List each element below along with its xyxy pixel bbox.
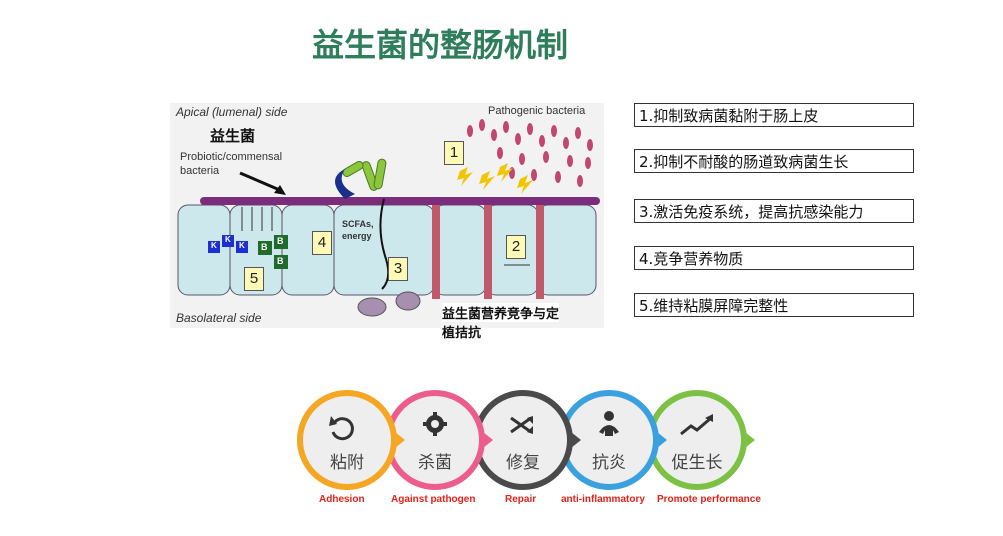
tight-junction: [484, 203, 492, 299]
flow-en-label: Against pathogen: [391, 494, 476, 505]
flow-en-label: anti-inflammatory: [561, 494, 645, 505]
benefit-flow: 粘附 杀菌 修复 抗炎 促生长 Adhesion Against pathoge…: [285, 388, 785, 513]
b-letter: B: [277, 256, 284, 266]
flow-rings: [297, 390, 755, 490]
probiotic-cn-label: 益生菌: [210, 127, 256, 145]
scfa-line2: energy: [342, 231, 372, 241]
k-letter: K: [225, 235, 231, 244]
k-blocks: [208, 235, 248, 253]
probiotic-en-line1: Probiotic/commensal: [180, 151, 283, 163]
basolateral-label: Basolateral side: [176, 311, 262, 325]
flow-cn-label: 抗炎: [592, 453, 626, 473]
ring-adhesion: [297, 390, 397, 490]
receptor: [335, 169, 355, 199]
competition-label-line1: 益生菌营养竞争与定: [442, 303, 560, 322]
mechanism-item: 1.抑制致病菌黏附于肠上皮: [634, 103, 914, 127]
immune-cells: [357, 291, 421, 317]
flow-en-label: Promote performance: [657, 494, 761, 505]
flow-cn-label: 修复: [506, 453, 540, 473]
mechanism-box-2: 2: [506, 235, 526, 259]
page-title: 益生菌的整肠机制: [311, 26, 568, 64]
trend-up-icon: [680, 414, 713, 436]
mechanism-item: 4.竞争营养物质: [634, 246, 914, 270]
mechanism-item: 3.激活免疫系统，提高抗感染能力: [634, 199, 914, 223]
mechanism-box-4: 4: [312, 231, 332, 255]
scfa-line1: SCFAs,: [342, 219, 374, 229]
flow-cn-label: 杀菌: [418, 453, 452, 473]
mechanism-box-3: 3: [388, 257, 408, 281]
refresh-icon: [329, 416, 354, 441]
epithelial-cell: [537, 204, 597, 296]
pointer-arrow: [239, 171, 283, 193]
b-letter: B: [261, 242, 268, 252]
person-icon: [599, 411, 619, 436]
b-blocks: [258, 235, 288, 269]
competition-label-line2: 植拮抗: [442, 326, 482, 341]
flow-en-label: Repair: [505, 494, 537, 505]
flow-cn-label: 促生长: [671, 453, 723, 473]
k-letter: K: [239, 241, 245, 250]
flow-cn-label: 粘附: [330, 453, 364, 473]
diagram-artwork: [177, 119, 600, 317]
probiotic-en-line2: bacteria: [180, 165, 220, 177]
nutrient-arrows: [241, 207, 273, 231]
probiotic-bacteria: [342, 158, 387, 191]
microvilli-layer: [200, 197, 600, 205]
lightning-bolts: [457, 163, 533, 194]
gear-icon: [423, 412, 447, 436]
pathogenic-label: Pathogenic bacteria: [488, 105, 586, 117]
b-letter: B: [277, 236, 284, 246]
gut-mechanism-diagram: Apical (lumenal) side Basolateral side P…: [170, 103, 604, 328]
k-letter: K: [211, 241, 217, 250]
mechanism-item: 5.维持粘膜屏障完整性: [634, 293, 914, 317]
mechanism-box-5: 5: [244, 267, 264, 291]
pathogenic-bacteria: [467, 119, 593, 187]
epithelial-cell: [433, 204, 487, 296]
signal-line: [379, 198, 390, 290]
apical-label: Apical (lumenal) side: [176, 105, 288, 119]
mechanism-item: 2.抑制不耐酸的肠道致病菌生长: [634, 149, 914, 173]
flow-en-label: Adhesion: [319, 494, 365, 505]
tight-junction: [536, 203, 544, 299]
tight-junction: [432, 203, 440, 299]
epithelial-cell: [177, 204, 231, 296]
shuffle-icon: [510, 416, 533, 434]
mechanism-box-1: 1: [444, 141, 464, 165]
